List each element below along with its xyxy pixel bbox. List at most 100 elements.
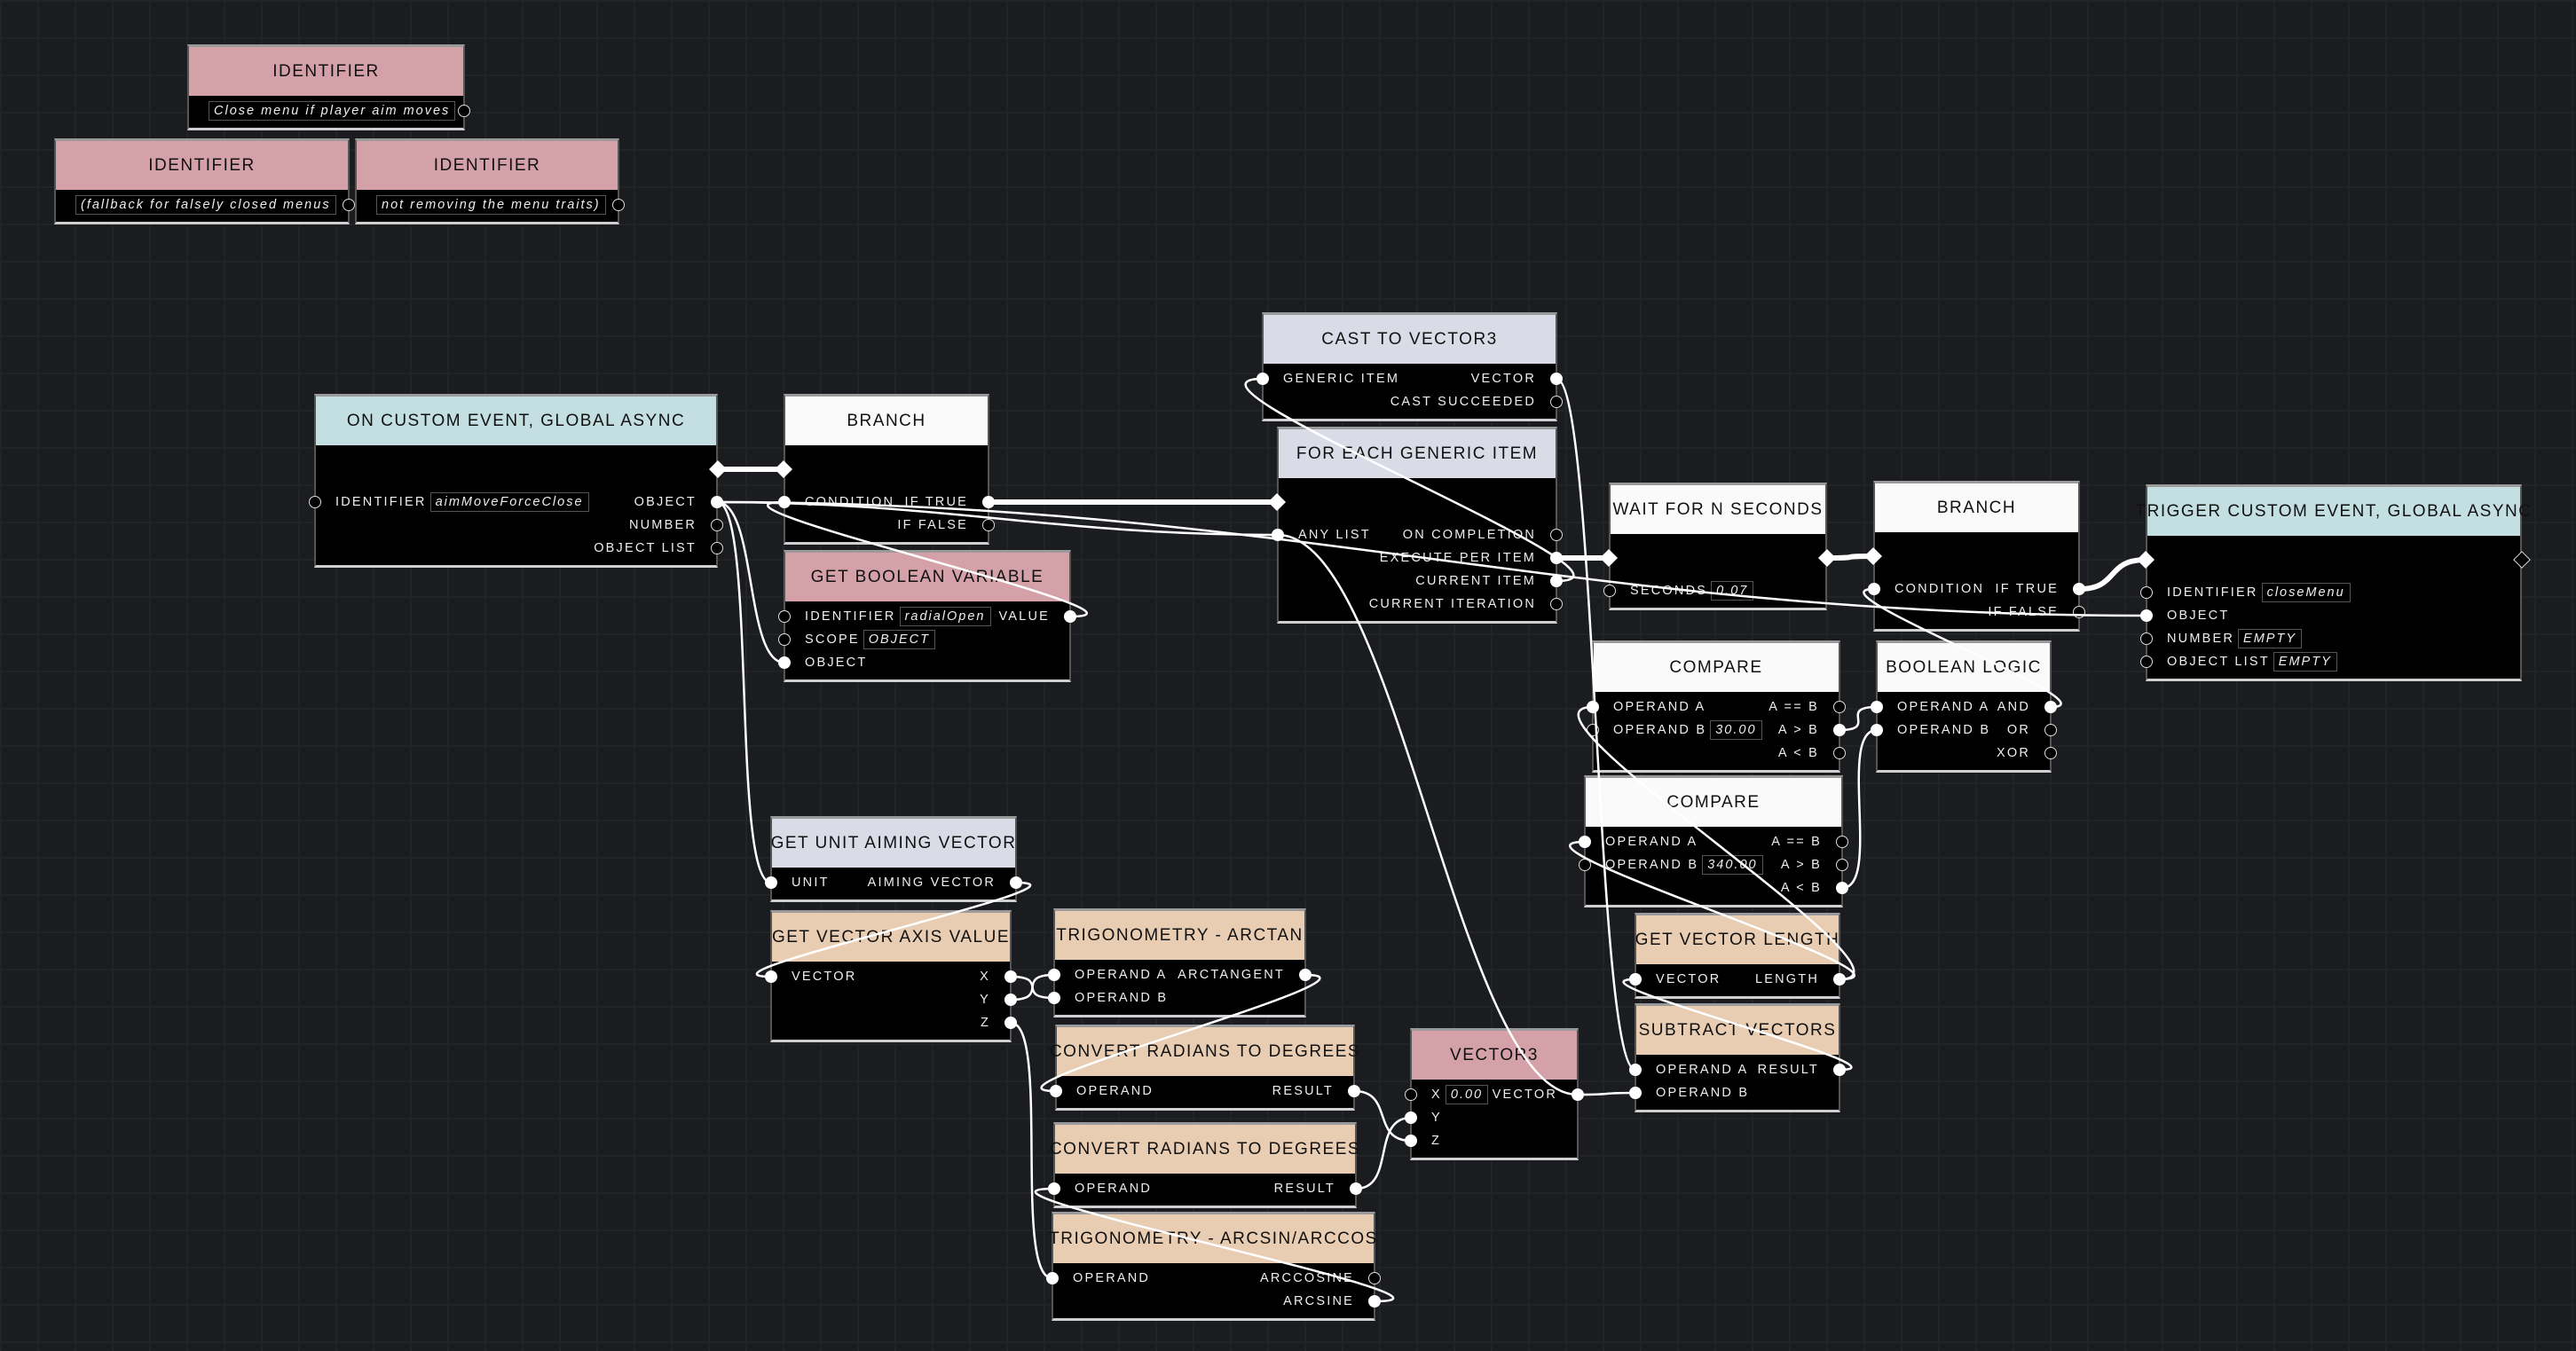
output-pin-icon[interactable] <box>1836 882 1848 894</box>
input-pin-icon[interactable] <box>1629 1064 1642 1076</box>
port-value-input[interactable]: Close menu if player aim moves <box>209 101 456 121</box>
output-pin-icon[interactable] <box>1833 973 1846 986</box>
input-pin-icon[interactable] <box>1256 373 1269 385</box>
exec-in-pin-icon[interactable] <box>775 460 792 478</box>
output-pin-icon[interactable] <box>1572 1088 1584 1101</box>
output-pin-icon[interactable] <box>1299 969 1312 981</box>
node-title[interactable]: GET VECTOR LENGTH <box>1635 915 1839 964</box>
input-pin-icon[interactable] <box>765 876 777 889</box>
output-pin-icon[interactable] <box>711 542 723 554</box>
output-pin-icon[interactable] <box>1368 1295 1381 1308</box>
port-value-input[interactable]: 340.00 <box>1702 855 1763 875</box>
input-pin-icon[interactable] <box>1868 583 1880 595</box>
node-title[interactable]: FOR EACH GENERIC ITEM <box>1279 429 1556 478</box>
node-title[interactable]: ON CUSTOM EVENT, GLOBAL ASYNC <box>316 397 716 445</box>
node-identifier[interactable]: IDENTIFIER Close menu if player aim moves <box>187 44 470 130</box>
port-value-input[interactable]: (fallback for falsely closed menus <box>75 195 336 215</box>
output-pin-icon[interactable] <box>1836 836 1848 848</box>
input-pin-icon[interactable] <box>778 656 791 669</box>
input-pin-icon[interactable] <box>1048 1182 1060 1195</box>
input-pin-icon[interactable] <box>2140 656 2153 668</box>
exec-in-pin-icon[interactable] <box>2137 551 2155 569</box>
output-pin-icon[interactable] <box>1350 1182 1362 1195</box>
output-pin-icon[interactable] <box>1550 396 1563 408</box>
exec-out-pin-icon[interactable] <box>709 460 727 478</box>
node-title[interactable]: CAST TO VECTOR3 <box>1264 315 1556 364</box>
input-pin-icon[interactable] <box>1050 1085 1062 1097</box>
exec-out-pin-icon[interactable] <box>2513 551 2531 569</box>
input-pin-icon[interactable] <box>1629 1087 1642 1099</box>
output-pin-icon[interactable] <box>1550 552 1563 564</box>
port-value-input[interactable]: 30.00 <box>1710 720 1762 740</box>
output-pin-icon[interactable] <box>1348 1085 1360 1097</box>
output-pin-icon[interactable] <box>1004 994 1017 1006</box>
port-value-input[interactable]: not removing the menu traits) <box>376 195 606 215</box>
node-title[interactable]: IDENTIFIER <box>189 47 463 96</box>
node-title[interactable]: BOOLEAN LOGIC <box>1878 643 2050 692</box>
input-pin-icon[interactable] <box>1871 724 1883 736</box>
input-pin-icon[interactable] <box>309 496 321 508</box>
node-title[interactable]: GET BOOLEAN VARIABLE <box>785 553 1069 601</box>
output-pin-icon[interactable] <box>1833 747 1846 759</box>
port-value-input[interactable]: 0.07 <box>1711 581 1754 601</box>
input-pin-icon[interactable] <box>1046 1272 1059 1284</box>
output-pin-icon[interactable] <box>1833 1064 1846 1076</box>
output-pin-icon[interactable] <box>1550 529 1563 541</box>
output-pin-icon[interactable] <box>1004 970 1017 983</box>
node-title[interactable]: GET VECTOR AXIS VALUE <box>772 913 1010 962</box>
output-pin-icon[interactable] <box>1004 1017 1017 1029</box>
input-pin-icon[interactable] <box>778 610 791 623</box>
node-title[interactable]: IDENTIFIER <box>357 141 618 190</box>
output-pin-icon[interactable] <box>1550 575 1563 587</box>
input-pin-icon[interactable] <box>1405 1088 1417 1101</box>
node-title[interactable]: BRANCH <box>1875 483 2078 532</box>
node-identifier[interactable]: IDENTIFIER not removing the menu traits) <box>355 138 625 224</box>
output-pin-icon[interactable] <box>1550 373 1563 385</box>
input-pin-icon[interactable] <box>778 496 791 508</box>
node-title[interactable]: TRIGGER CUSTOM EVENT, GLOBAL ASYNC <box>2136 487 2531 536</box>
output-pin-icon[interactable] <box>1064 610 1076 623</box>
input-pin-icon[interactable] <box>765 970 777 983</box>
node-title[interactable]: IDENTIFIER <box>56 141 348 190</box>
input-pin-icon[interactable] <box>1272 529 1284 541</box>
input-pin-icon[interactable] <box>1871 701 1883 713</box>
input-pin-icon[interactable] <box>2140 586 2153 599</box>
output-pin-icon[interactable] <box>2044 701 2057 713</box>
input-pin-icon[interactable] <box>2140 609 2153 622</box>
port-value-input[interactable]: closeMenu <box>2261 583 2351 602</box>
output-pin-icon[interactable] <box>982 519 995 531</box>
exec-out-pin-icon[interactable] <box>1818 549 1836 567</box>
exec-in-pin-icon[interactable] <box>1600 549 1618 567</box>
output-pin-icon[interactable] <box>1836 859 1848 871</box>
input-pin-icon[interactable] <box>1405 1111 1417 1124</box>
input-pin-icon[interactable] <box>778 633 791 646</box>
output-pin-icon[interactable] <box>458 105 470 117</box>
input-pin-icon[interactable] <box>1405 1135 1417 1147</box>
node-title[interactable]: CONVERT RADIANS TO DEGREES <box>1050 1027 1359 1076</box>
output-pin-icon[interactable] <box>1833 724 1846 736</box>
output-pin-icon[interactable] <box>711 519 723 531</box>
output-pin-icon[interactable] <box>2073 606 2085 618</box>
input-pin-icon[interactable] <box>1587 724 1599 736</box>
input-pin-icon[interactable] <box>1603 585 1616 597</box>
input-pin-icon[interactable] <box>1629 973 1642 986</box>
output-pin-icon[interactable] <box>1368 1272 1381 1284</box>
exec-in-pin-icon[interactable] <box>1268 493 1286 511</box>
